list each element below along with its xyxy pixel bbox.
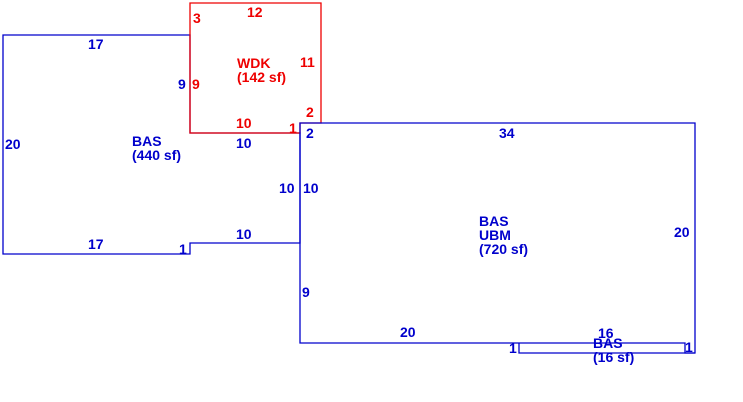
bas-left-bottom-step-dim: 1: [179, 241, 187, 257]
bas-ubm-code: BAS: [479, 213, 509, 229]
bas-ubm-right-dim: 20: [674, 224, 690, 240]
bas-small-code: BAS: [593, 335, 623, 351]
bas-ubm-code2: UBM: [479, 227, 511, 243]
wdk-code: WDK: [237, 55, 270, 71]
wdk-left-dim: 9: [192, 76, 200, 92]
bas-small-left-dim: 1: [509, 340, 517, 356]
bas-left-bottom-dim: 17: [88, 236, 104, 252]
bas-left-top-dim: 17: [88, 36, 104, 52]
wdk-top-dim: 12: [247, 4, 263, 20]
bas-left-lower-step-dim: 10: [236, 226, 252, 242]
bas-small-size: (16 sf): [593, 349, 634, 365]
bas-ubm-left-upper-inner-dim: 10: [303, 180, 319, 196]
bas-small-top-dim: 16: [598, 325, 614, 341]
wdk-right-dim: 11: [300, 54, 315, 70]
wdk-right-small-dim: 2: [306, 104, 314, 120]
bas-ubm-top-dim: 34: [499, 125, 515, 141]
wdk-left-top-dim: 3: [193, 10, 201, 26]
bas-ubm-corner-dim: 2: [306, 125, 314, 141]
bas-left-size: (440 sf): [132, 147, 181, 163]
bas-ubm-bottom-dim: 20: [400, 324, 416, 340]
bas-left-notch-dim: 10: [236, 135, 252, 151]
bas-ubm-left-upper-dim: 10: [279, 180, 295, 196]
bas-ubm-left-lower-dim: 9: [302, 284, 310, 300]
wdk-size: (142 sf): [237, 69, 286, 85]
bas-left-code: BAS: [132, 133, 162, 149]
wdk-bottom-dim: 10: [236, 115, 252, 131]
bas-small-right-dim: 1: [685, 339, 693, 355]
wdk-bottom-small-dim: 1: [289, 120, 297, 136]
bas-left-left-dim: 20: [5, 136, 21, 152]
bas-ubm-size: (720 sf): [479, 241, 528, 257]
bas-left-right-upper-dim: 9: [178, 76, 186, 92]
bas-small-outline: [518, 343, 695, 354]
